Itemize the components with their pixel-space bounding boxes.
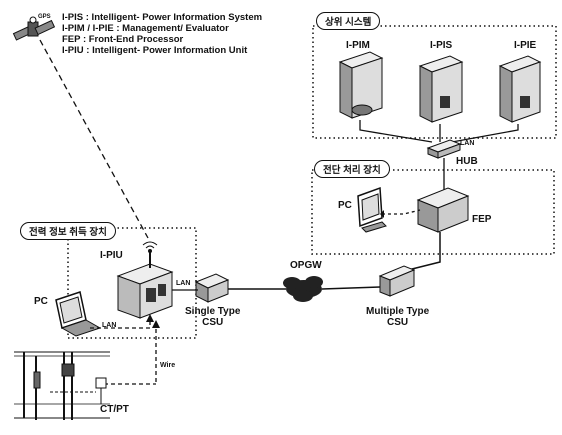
legend-line-ipiu: I-PIU : Intelligent- Power Information U…	[62, 45, 248, 56]
legend-line-fep: FEP : Front-End Processor	[62, 34, 184, 45]
hub-icon	[426, 139, 462, 159]
link-opgw-multi	[321, 286, 381, 290]
server-label-ipie: I-PIE	[514, 40, 537, 51]
ipiu-device-icon	[116, 241, 174, 319]
link-ipim-hub	[359, 120, 433, 143]
single-csu-label: Single Type CSU	[185, 306, 241, 328]
legend-line-ipim: I-PIM / I-PIE : Management/ Evaluator	[62, 23, 229, 34]
multiple-csu-icon	[378, 265, 416, 297]
link-ipie-hub	[451, 124, 519, 143]
lan-left-label: LAN	[102, 322, 117, 329]
pc-right-label: PC	[338, 200, 352, 211]
server-ipis-icon	[418, 55, 464, 123]
lan-mid-label: LAN	[176, 280, 191, 287]
gps-label: GPS	[38, 14, 51, 20]
server-ipim-icon	[338, 51, 384, 119]
hub-label: HUB	[456, 156, 478, 167]
substation-equipment-icon	[14, 351, 110, 420]
power-info-box	[67, 227, 197, 339]
upper-system-tag: 상위 시스템	[316, 12, 381, 30]
upper-system-box	[312, 25, 557, 139]
opgw-label: OPGW	[290, 260, 322, 271]
link-laptop-ipiu	[90, 318, 151, 329]
link-fep-multicsu	[407, 232, 441, 271]
front-processing-box	[311, 169, 555, 255]
server-label-ipis: I-PIS	[430, 40, 453, 51]
gps-link-line	[39, 39, 149, 239]
ipiu-label: I-PIU	[100, 250, 123, 261]
fep-label: FEP	[472, 214, 492, 225]
pc-left-label: PC	[34, 296, 48, 307]
pc-left-laptop-icon	[55, 291, 102, 337]
gps-satellite-icon	[12, 16, 56, 41]
server-label-ipim: I-PIM	[346, 40, 370, 51]
lan-top-label: LAN	[460, 140, 475, 147]
power-info-tag: 전력 정보 취득 장치	[20, 222, 116, 240]
legend-line-ipis: I-PIS : Intelligent- Power Information S…	[62, 12, 263, 23]
pc-right-monitor-icon	[357, 186, 387, 233]
wire-label: Wire	[160, 362, 176, 369]
front-processing-tag: 전단 처리 장치	[314, 160, 390, 178]
legend-block: I-PIS : Intelligent- Power Information S…	[62, 12, 262, 56]
multi-csu-label: Multiple Type CSU	[366, 306, 430, 328]
single-csu-icon	[194, 273, 230, 303]
link-pc-fep	[382, 209, 421, 215]
opgw-cloud-icon	[283, 276, 323, 302]
ctpt-label: CT/PT	[100, 404, 129, 415]
fep-icon	[416, 187, 470, 233]
server-ipie-icon	[498, 55, 542, 123]
